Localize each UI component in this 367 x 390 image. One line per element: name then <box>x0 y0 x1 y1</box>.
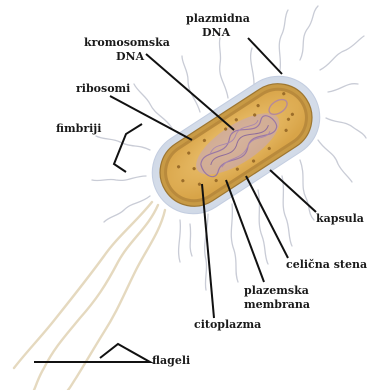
label-flageli: flageli <box>152 354 190 367</box>
label-ribosomi: ribosomi <box>76 82 130 95</box>
leader-plazmidna <box>248 38 282 74</box>
leader-fimbriji <box>114 124 142 172</box>
flagellum-3 <box>14 202 152 368</box>
label-plazmidna-2: DNA <box>202 26 231 39</box>
label-kromosomska-1: kromosomska <box>84 36 170 49</box>
label-celicna-stena: celična stena <box>286 258 367 271</box>
label-kromosomska-2: DNA <box>116 50 145 63</box>
leader-kromosomska <box>146 54 234 130</box>
label-plazemska-2: membrana <box>244 298 310 311</box>
label-plazmidna-1: plazmidna <box>186 12 250 25</box>
label-citoplazma: citoplazma <box>194 318 261 331</box>
label-kapsula: kapsula <box>316 212 364 225</box>
label-plazemska-1: plazemska <box>244 284 309 297</box>
leader-ribosomi <box>110 96 192 140</box>
leader-kapsula <box>270 170 316 212</box>
leader-celicna <box>246 176 288 258</box>
label-fimbriji: fimbriji <box>56 122 101 135</box>
